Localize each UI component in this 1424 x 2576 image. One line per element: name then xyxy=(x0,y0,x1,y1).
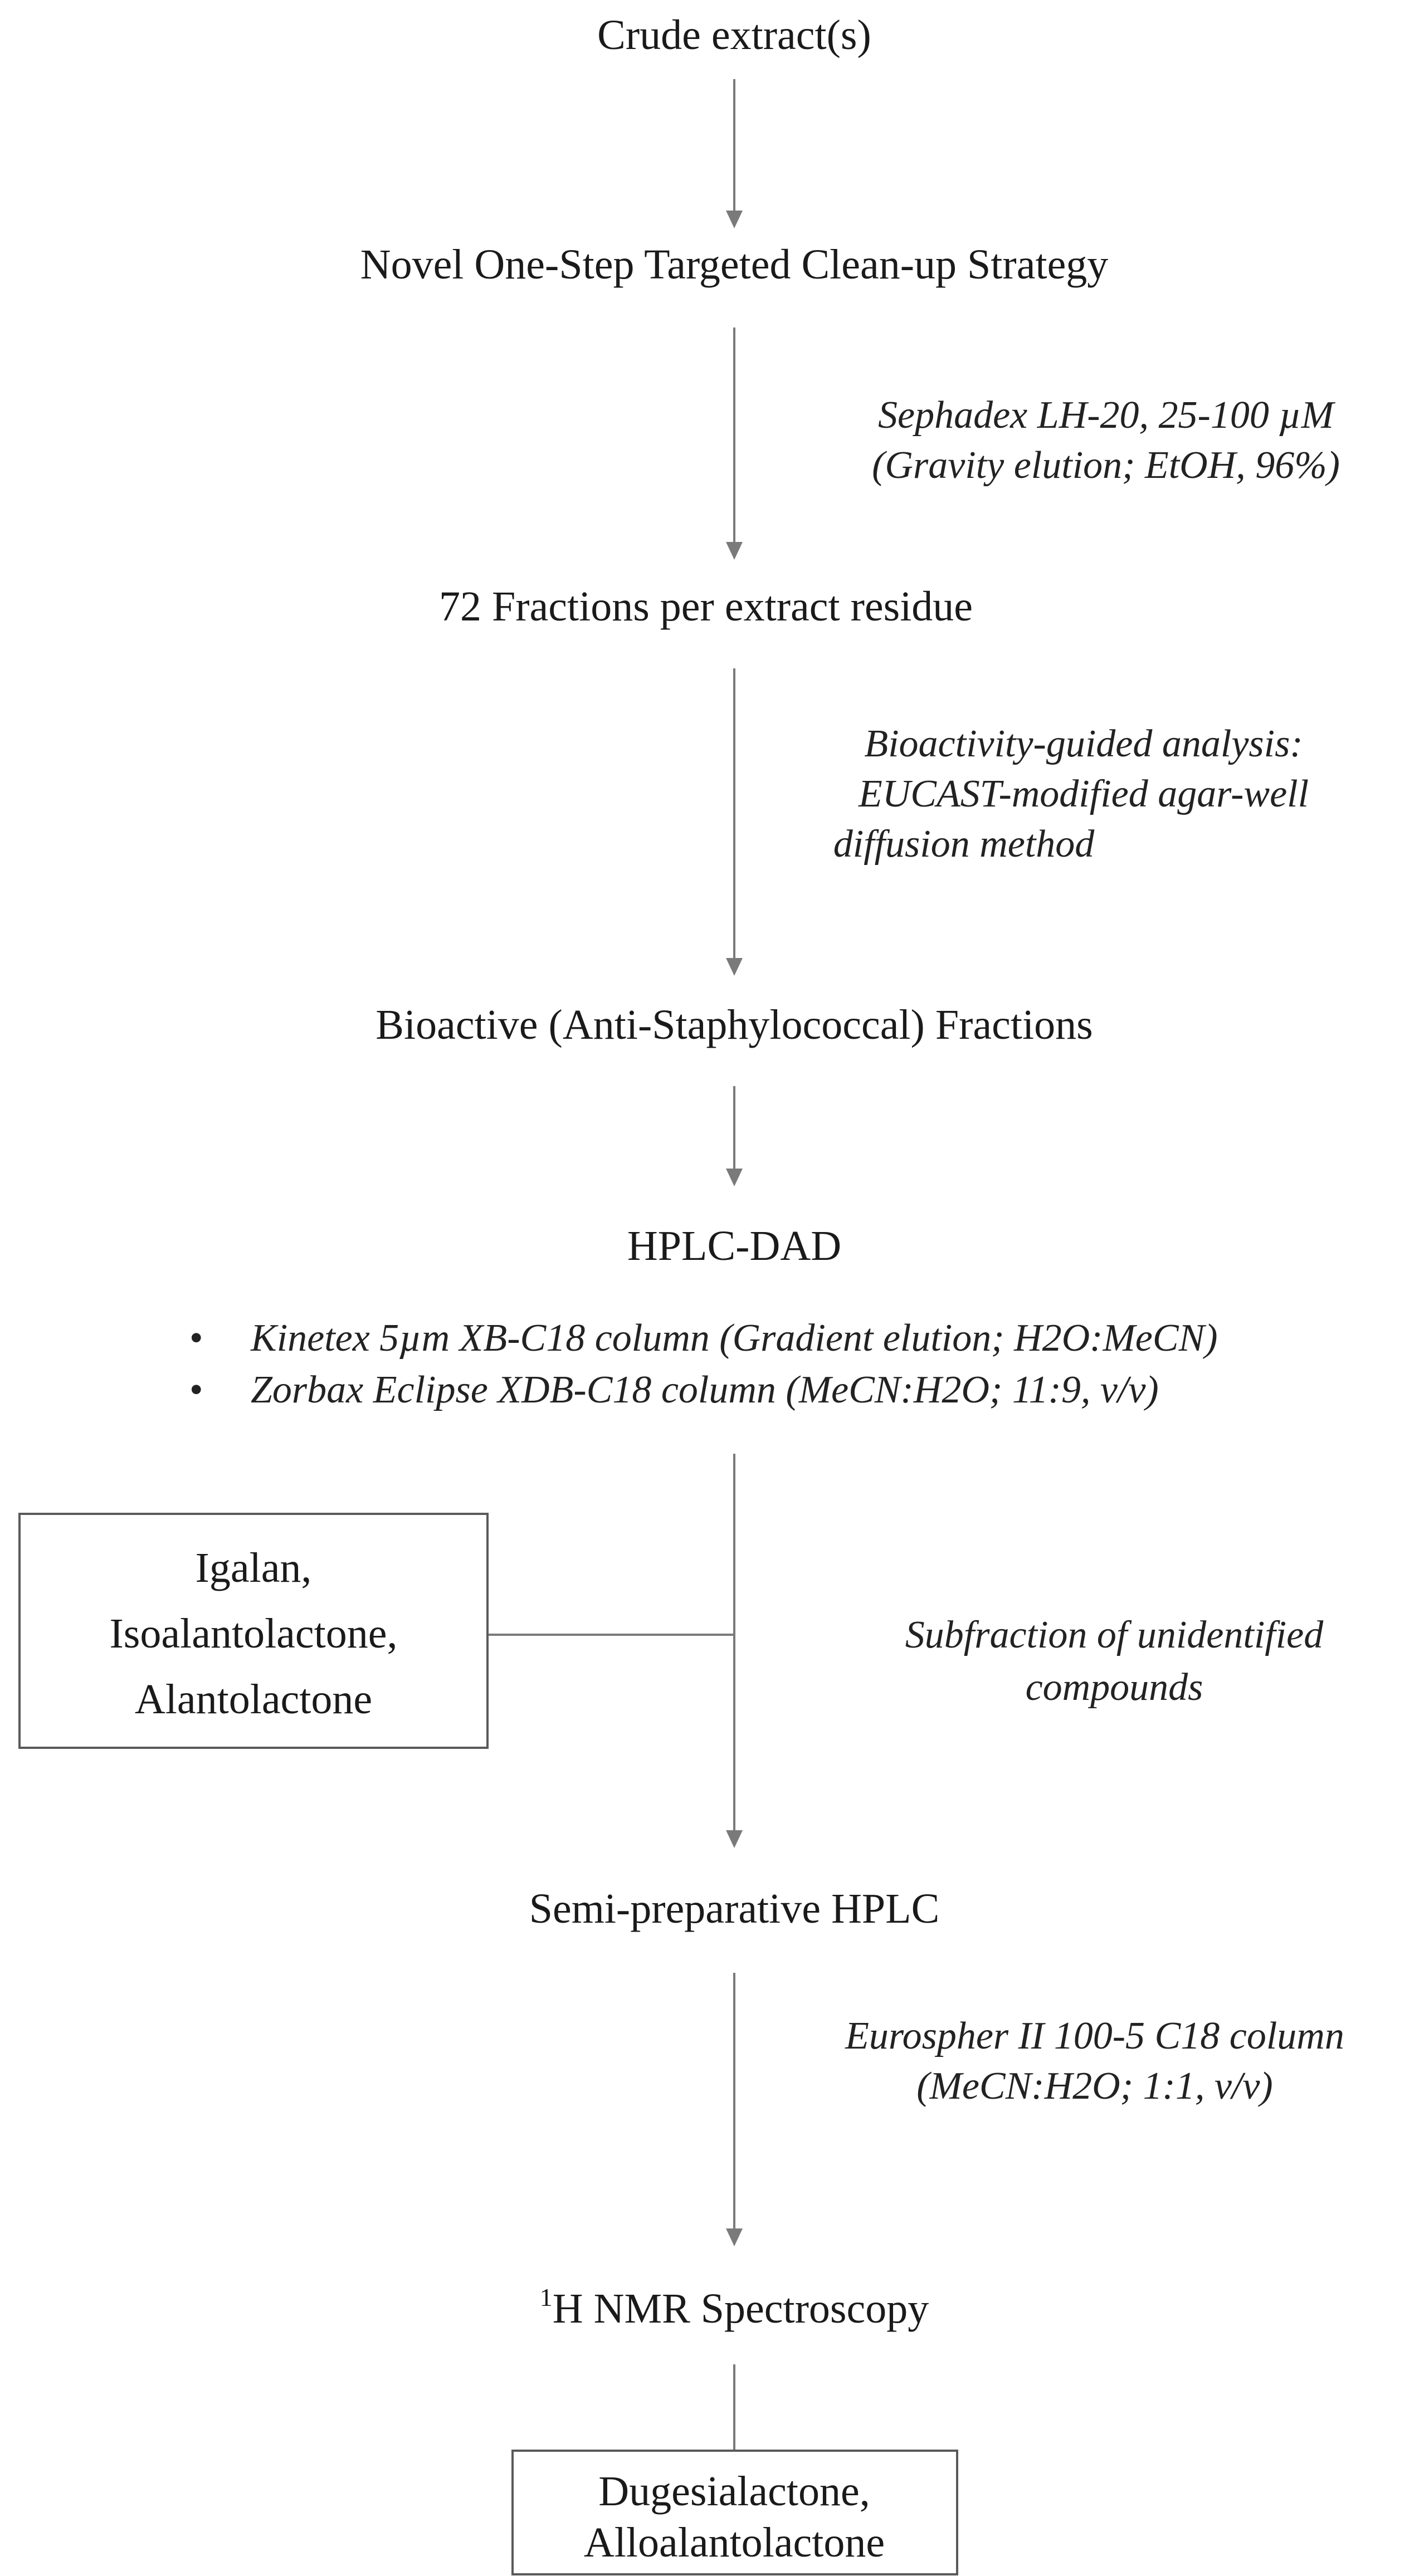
step-nmr-spectroscopy: 1H NMR Spectroscopy xyxy=(540,2283,929,2332)
known-compound-alantolactone: Alantolactone xyxy=(135,1676,372,1723)
arrowhead xyxy=(726,1169,743,1186)
step-72-fractions: 72 Fractions per extract residue xyxy=(439,583,973,630)
step-crude-extracts: Crude extract(s) xyxy=(597,12,871,58)
note-sephadex-line2: (Gravity elution; EtOH, 96%) xyxy=(872,444,1340,487)
note-sephadex-line1: Sephadex LH-20, 25-100 µM xyxy=(878,394,1336,437)
note-eurospher-line1: Eurospher II 100-5 C18 column xyxy=(845,2015,1344,2057)
bullet-symbol: • xyxy=(189,1317,203,1360)
final-compound-alloalantolactone: Alloalantolactone xyxy=(584,2519,885,2566)
step-semi-preparative-hplc: Semi-preparative HPLC xyxy=(529,1885,940,1932)
arrowhead xyxy=(726,211,743,228)
note-bioactivity-line3: diffusion method xyxy=(833,823,1095,866)
box-known-compounds xyxy=(18,1513,489,1749)
step-hplc-dad: HPLC-DAD xyxy=(627,1223,841,1269)
final-compound-dugesialactone: Dugesialactone, xyxy=(598,2468,870,2515)
arrowhead xyxy=(726,1830,743,1848)
note-hplc-column-1: Kinetex 5µm XB-C18 column (Gradient elut… xyxy=(250,1317,1218,1360)
nmr-superscript: 1 xyxy=(540,2283,553,2311)
note-bioactivity-line2: EUCAST-modified agar-well xyxy=(858,773,1309,815)
arrowhead xyxy=(726,958,743,976)
step-bioactive-fractions: Bioactive (Anti-Staphylococcal) Fraction… xyxy=(375,1001,1093,1048)
arrowhead xyxy=(726,542,743,560)
nmr-label: H NMR Spectroscopy xyxy=(553,2285,929,2332)
note-eurospher-line2: (MeCN:H2O; 1:1, v/v) xyxy=(916,2065,1273,2108)
bullet-symbol: • xyxy=(189,1368,203,1411)
known-compound-igalan: Igalan, xyxy=(196,1544,312,1591)
note-hplc-column-2: Zorbax Eclipse XDB-C18 column (MeCN:H2O;… xyxy=(251,1368,1159,1411)
note-bioactivity-line1: Bioactivity-guided analysis: xyxy=(864,722,1303,765)
arrowhead xyxy=(726,2228,743,2246)
box-final-compounds xyxy=(511,2450,958,2575)
known-compound-isoalantolactone: Isoalantolactone, xyxy=(109,1610,397,1657)
step-cleanup-strategy: Novel One-Step Targeted Clean-up Strateg… xyxy=(360,241,1109,288)
note-subfraction-line1: Subfraction of unidentified xyxy=(905,1614,1324,1656)
note-subfraction-line2: compounds xyxy=(1026,1666,1203,1709)
